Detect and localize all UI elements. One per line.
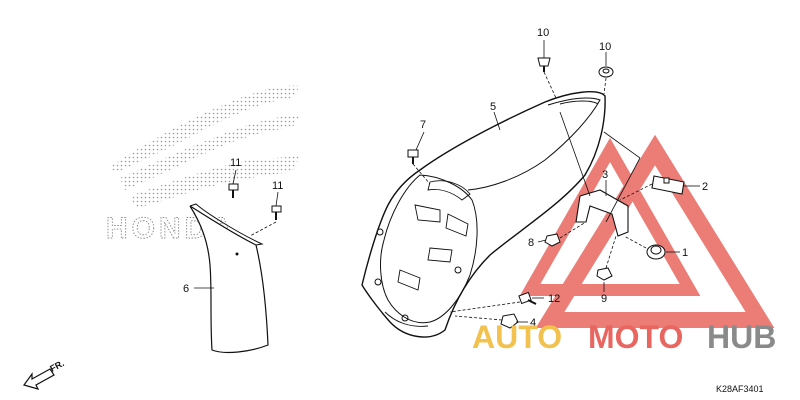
bolt-head [407, 149, 419, 158]
front-arrow-label: FR. [48, 358, 65, 374]
leader-7-dashed [412, 163, 431, 185]
front-arrow-icon [23, 368, 55, 390]
watermark-triangles [519, 134, 775, 328]
leader-11a [232, 169, 237, 185]
callout-5: 5 [490, 101, 496, 113]
leader-5 [493, 111, 501, 131]
guide-line-c [605, 157, 641, 223]
small-triangle [519, 137, 701, 296]
leader-12-dashed [449, 301, 521, 313]
nut-body [500, 313, 519, 329]
watermark-hub: HUB [707, 319, 776, 355]
leader-4-dashed [454, 315, 503, 321]
leader-7 [415, 131, 425, 151]
wing-feather [120, 115, 300, 190]
fender-hole-3 [401, 314, 409, 322]
fender-hole-1 [376, 228, 384, 236]
wing-shape [108, 85, 300, 172]
bolt-head [271, 205, 282, 213]
callout-11b: 11 [272, 180, 283, 192]
bolt-shaft [527, 299, 537, 305]
callout-8: 8 [528, 237, 534, 249]
callout-10b: 10 [599, 41, 611, 53]
callout-12: 12 [548, 293, 560, 305]
rear-fender-part [361, 91, 606, 338]
side-cover-part [189, 203, 269, 354]
bolt-11a [228, 183, 239, 198]
leader-11b [275, 191, 279, 207]
callout-10a: 10 [537, 27, 549, 39]
callout-11a: 11 [230, 157, 241, 169]
automotohub-watermark: AUTO MOTO HUB [472, 319, 776, 355]
fender-mount [427, 180, 471, 201]
callout-7: 7 [420, 119, 426, 131]
leader-10a-dashed [543, 71, 557, 99]
bolt-7 [407, 149, 419, 164]
nut-8 [544, 233, 561, 247]
nut-hole [602, 68, 610, 74]
nut-9 [596, 267, 613, 281]
wing-lower [130, 156, 300, 208]
fender-top-ridge-2 [559, 100, 599, 105]
reflector-2 [651, 175, 685, 195]
callout-1: 1 [682, 247, 688, 259]
callout-2: 2 [702, 181, 708, 193]
guide-line-a [559, 111, 591, 197]
bracket-3 [575, 189, 629, 237]
reflector-body [651, 175, 685, 195]
leader-8 [537, 239, 547, 243]
fender-rib-3 [397, 269, 421, 291]
watermark-moto: MOTO [588, 319, 683, 355]
leader-9-dashed [605, 235, 617, 269]
side-cover-hole [235, 252, 239, 256]
bolt-head [650, 245, 662, 255]
fender-top-ridge [467, 97, 601, 191]
fender-rib-2 [427, 247, 453, 263]
leader-8-dashed [559, 221, 587, 239]
diagram-code: K28AF3401 [716, 384, 764, 394]
screw-10a [537, 57, 551, 72]
bracket-body [575, 189, 629, 237]
leader-11-dashed [249, 221, 277, 237]
callout-6: 6 [183, 283, 189, 295]
big-triangle [535, 134, 775, 328]
watermark-auto: AUTO [472, 319, 562, 355]
callout-3: 3 [602, 169, 608, 181]
callout-4: 4 [530, 317, 536, 329]
leader-1-dashed [623, 235, 647, 249]
fender-hole-4 [454, 266, 462, 274]
bolt-12 [518, 291, 537, 305]
fender-rib-1 [414, 204, 441, 223]
side-cover-edge [189, 203, 264, 246]
nut-body [598, 66, 614, 78]
fender-hole-2 [374, 278, 382, 286]
reflector-tab [663, 177, 670, 184]
nut-body [544, 233, 561, 247]
front-direction-indicator: FR. [23, 358, 66, 390]
side-cover-outline [189, 205, 269, 354]
fender-rib-4 [445, 213, 469, 237]
nut-4 [500, 313, 519, 329]
leader-10b-dashed [603, 77, 607, 95]
guide-line-b [603, 131, 641, 159]
callout-9: 9 [601, 293, 607, 305]
fender-inner [380, 174, 478, 324]
bolt-head [228, 183, 239, 191]
bolt-11b [271, 205, 282, 220]
screw-body [537, 57, 551, 67]
fender-bottom-lip [384, 311, 429, 327]
leader-2-dashed [619, 183, 653, 201]
nut-10b [598, 66, 614, 78]
bolt-1 [646, 244, 666, 260]
nut-body [596, 267, 613, 281]
fender-outline [361, 91, 606, 338]
